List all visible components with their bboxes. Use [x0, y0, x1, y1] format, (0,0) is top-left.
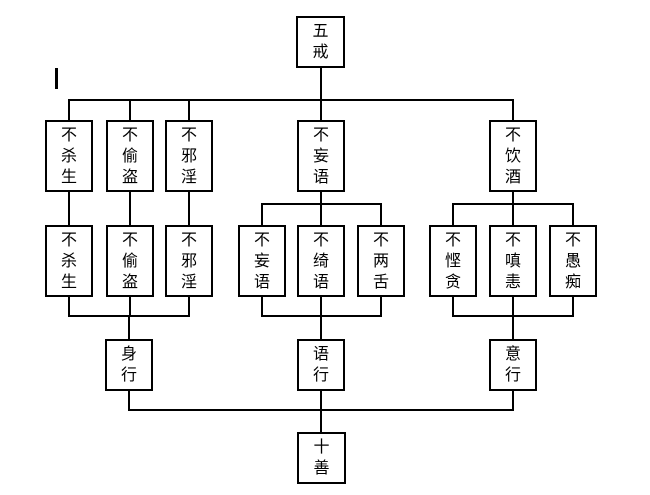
node-label: 不邪淫: [180, 126, 197, 186]
node-precept-no-killing: 不杀生: [45, 120, 93, 192]
node-precept-no-lying: 不妄语: [297, 120, 345, 192]
connector-line: [512, 99, 514, 120]
connector-line: [188, 192, 190, 225]
connector-line: [512, 203, 514, 225]
connector-line: [320, 68, 322, 100]
connector-line: [380, 203, 382, 225]
node-label: 不偷盗: [121, 126, 138, 186]
node-virtue-no-ignorance: 不愚痴: [549, 225, 597, 297]
connector-line: [452, 297, 454, 316]
node-label: 五戒: [312, 23, 329, 61]
node-virtue-no-killing: 不杀生: [45, 225, 93, 297]
connector-line: [512, 192, 514, 205]
connector-line: [188, 297, 190, 316]
node-label: 不妄语: [312, 126, 329, 186]
node-mind-conduct: 意行: [489, 339, 537, 391]
node-label: 不两舌: [372, 231, 389, 291]
node-label: 不邪淫: [180, 231, 197, 291]
connector-line: [320, 297, 322, 316]
node-label: 不妄语: [253, 231, 270, 291]
text-cursor-mark: [55, 68, 58, 89]
connector-line: [512, 315, 514, 339]
connector-line: [261, 203, 263, 225]
connector-line: [129, 297, 131, 316]
connector-line: [68, 192, 70, 225]
connector-line: [320, 391, 322, 411]
connector-line: [320, 315, 322, 339]
connector-line: [320, 203, 322, 225]
connector-line: [572, 203, 574, 225]
connector-line: [128, 391, 130, 411]
node-label: 十善: [313, 439, 330, 477]
node-label: 不嗔恚: [504, 231, 521, 291]
connector-line: [572, 297, 574, 316]
connector-line: [68, 297, 70, 316]
node-label: 不杀生: [60, 126, 77, 186]
node-label: 不饮酒: [504, 126, 521, 186]
connector-line: [68, 99, 514, 101]
node-label: 不愚痴: [564, 231, 581, 291]
connector-line: [129, 192, 131, 225]
node-virtue-no-flattery: 不绮语: [297, 225, 345, 297]
node-label: 不绮语: [312, 231, 329, 291]
connector-line: [68, 99, 70, 120]
node-virtue-no-greed: 不悭贪: [429, 225, 477, 297]
node-virtue-no-stealing: 不偷盗: [106, 225, 154, 297]
node-label: 不悭贪: [444, 231, 461, 291]
connector-line: [512, 391, 514, 411]
node-five-precepts: 五戒: [296, 16, 345, 68]
connector-line: [128, 315, 130, 339]
node-speech-conduct: 语行: [297, 339, 345, 391]
node-precept-no-alcohol: 不饮酒: [489, 120, 537, 192]
node-label: 不杀生: [60, 231, 77, 291]
connector-line: [261, 297, 263, 316]
connector-line: [320, 409, 322, 432]
node-body-conduct: 身行: [105, 339, 153, 391]
node-label: 不偷盗: [121, 231, 138, 291]
node-label: 意行: [504, 346, 521, 384]
connector-line: [512, 297, 514, 316]
node-label: 身行: [120, 346, 137, 384]
node-precept-no-sexual-misconduct: 不邪淫: [165, 120, 213, 192]
node-virtue-no-divisive-speech: 不两舌: [357, 225, 405, 297]
connector-line: [188, 99, 190, 120]
connector-line: [320, 192, 322, 205]
connector-line: [320, 99, 322, 120]
node-virtue-no-lying: 不妄语: [238, 225, 286, 297]
connector-line: [452, 203, 454, 225]
connector-line: [380, 297, 382, 316]
node-ten-virtues: 十善: [297, 432, 346, 484]
connector-line: [129, 99, 131, 120]
node-virtue-no-hatred: 不嗔恚: [489, 225, 537, 297]
node-label: 语行: [312, 346, 329, 384]
node-precept-no-stealing: 不偷盗: [106, 120, 154, 192]
node-virtue-no-sexual-misconduct: 不邪淫: [165, 225, 213, 297]
